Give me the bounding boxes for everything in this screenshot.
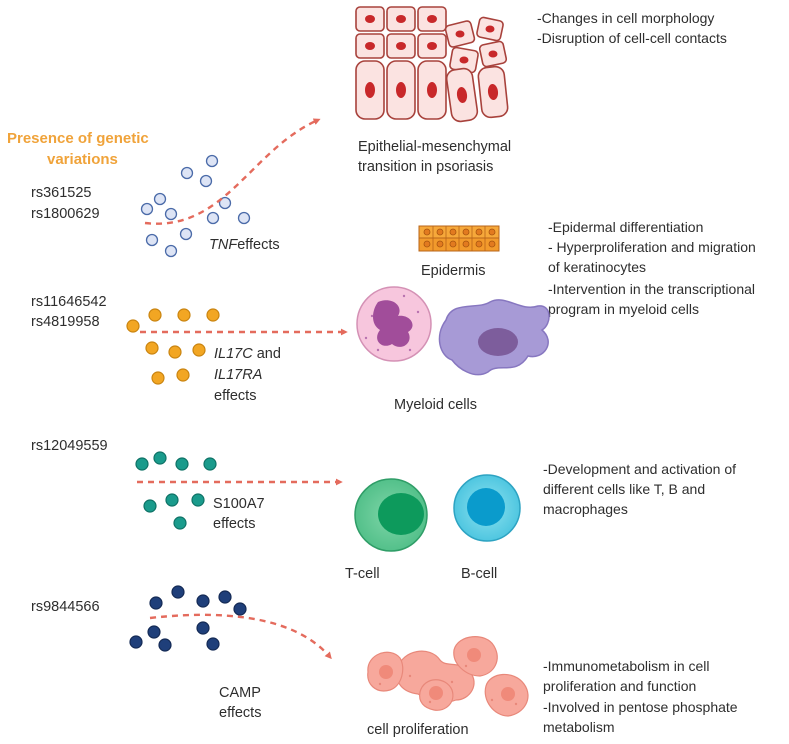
tnf-suffix: effects — [237, 237, 280, 253]
myeloid-cells-icon — [356, 286, 550, 376]
il17c-gene: IL17C — [214, 346, 253, 362]
s100a7-dots — [135, 451, 217, 530]
tnf-gene: TNF — [209, 237, 238, 253]
row1-note-2: -Disruption of cell-cell contacts — [537, 30, 727, 46]
snp-rs1800629: rs1800629 — [31, 206, 100, 222]
snp-rs11646542: rs11646542 — [31, 294, 107, 310]
camp-gene: CAMP — [219, 685, 261, 701]
il17-joiner: and — [256, 346, 281, 362]
il17-dots — [126, 308, 220, 385]
row4-note-3: -Involved in pentose phosphate — [543, 699, 738, 715]
snp-rs361525: rs361525 — [31, 185, 92, 201]
row2-note-3: of keratinocytes — [548, 259, 647, 275]
snp-rs9844566: rs9844566 — [31, 599, 100, 615]
camp-dots — [129, 585, 247, 652]
heading-line-2: variations — [47, 151, 118, 168]
il17c-label: IL17C and — [214, 345, 281, 364]
s100a7-gene: S100A7 — [213, 496, 265, 512]
snp-rs12049559: rs12049559 — [31, 438, 108, 454]
epidermis-icon — [418, 225, 500, 252]
epidermis-label: Epidermis — [421, 263, 486, 279]
heading-line-1: Presence of genetic — [7, 130, 149, 147]
bcell-label: B-cell — [461, 566, 498, 582]
il17ra-gene: IL17RA — [214, 367, 263, 383]
row4-note-2: proliferation and function — [543, 678, 697, 694]
cell-proliferation-label: cell proliferation — [367, 722, 469, 738]
cell-proliferation-icon — [367, 636, 529, 717]
s100a7-effects: effects — [213, 516, 256, 532]
row3-note-1: -Development and activation of — [543, 461, 736, 477]
tnf-arrow — [144, 118, 321, 225]
epithelial-cells-icon — [355, 6, 509, 123]
tnf-effects-label: TNFeffects — [209, 236, 280, 255]
emt-label-line-1: Epithelial-mesenchymal — [358, 139, 512, 155]
il17-effects-suffix: effects — [214, 388, 257, 404]
row3-note-2: different cells like T, B and — [543, 481, 706, 497]
row4-note-4: metabolism — [543, 719, 615, 735]
row2-note-4: -Intervention in the transcriptional — [548, 281, 755, 297]
row2-note-5: program in myeloid cells — [548, 301, 699, 317]
camp-arrow — [149, 613, 332, 660]
tcell-icon — [354, 478, 428, 552]
camp-effects: effects — [219, 705, 262, 721]
snp-rs4819958: rs4819958 — [31, 314, 100, 330]
row1-note-1: -Changes in cell morphology — [537, 10, 715, 26]
row2-note-1: -Epidermal differentiation — [548, 219, 704, 235]
row4-note-1: -Immunometabolism in cell — [543, 658, 710, 674]
row2-note-2: - Hyperproliferation and migration — [548, 239, 756, 255]
tcell-label: T-cell — [345, 566, 380, 582]
emt-label-line-2: transition in psoriasis — [358, 159, 494, 175]
row3-note-3: macrophages — [543, 501, 628, 517]
bcell-icon — [453, 474, 521, 542]
myeloid-cells-label: Myeloid cells — [394, 397, 477, 413]
